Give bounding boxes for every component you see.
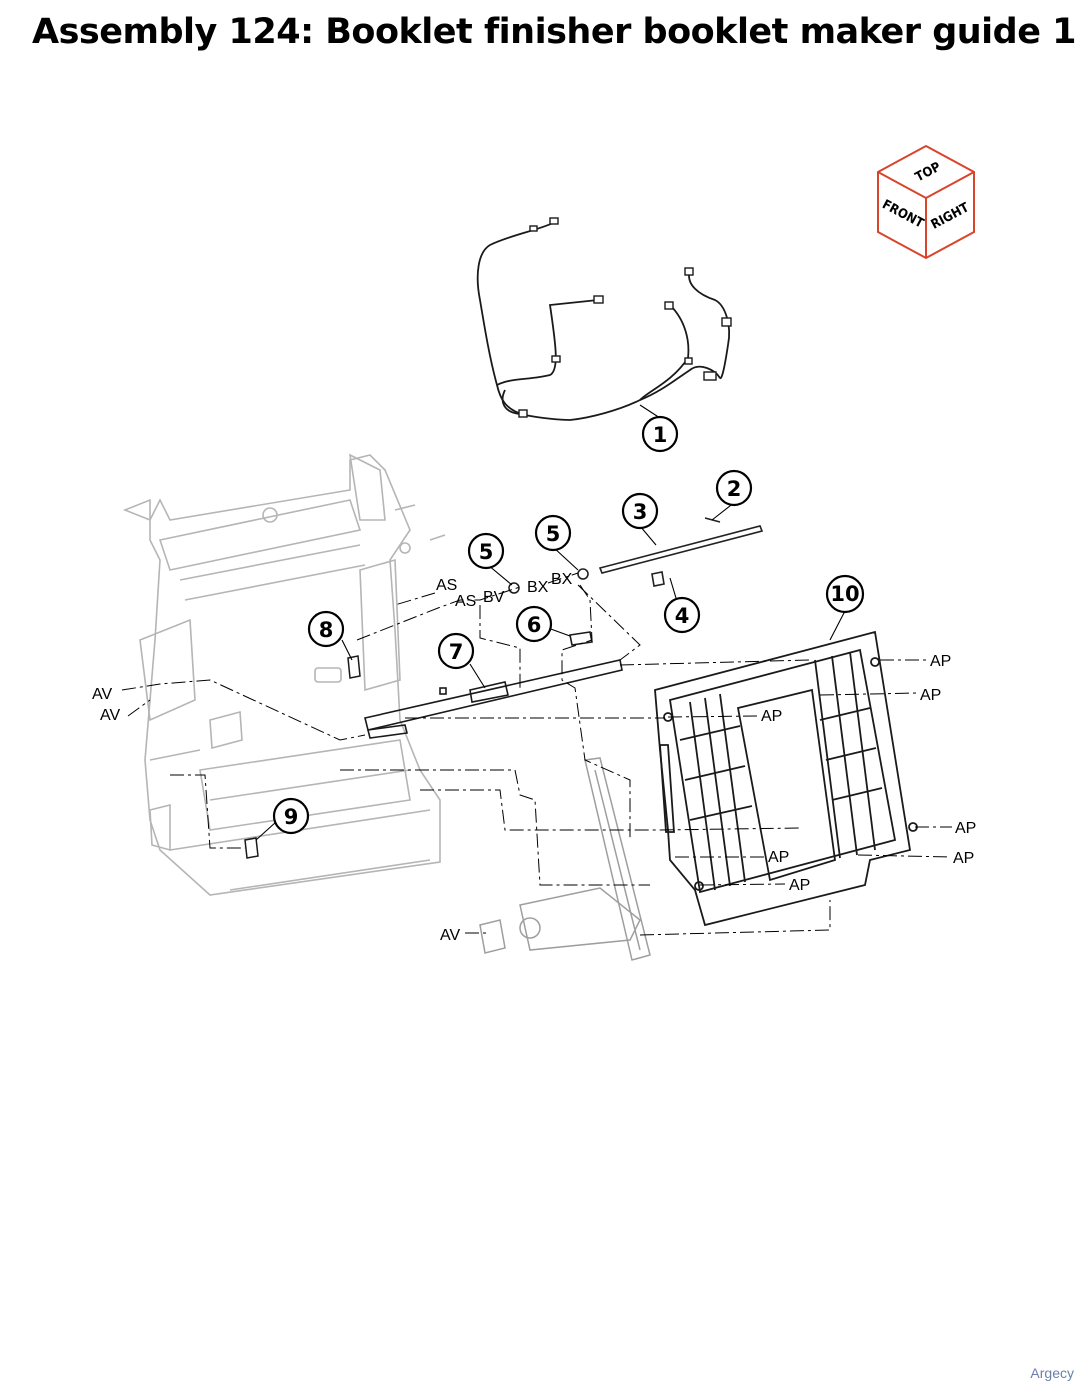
callout-4-label: 4 (675, 604, 690, 628)
callout-8: 8 (307, 610, 345, 648)
ref-ap-7: AP (789, 877, 810, 894)
callout-10-label: 10 (830, 582, 859, 606)
callout-7-label: 7 (449, 640, 464, 664)
ref-ap-3: AP (761, 708, 782, 725)
callout-4: 4 (663, 596, 701, 634)
callout-3: 3 (621, 492, 659, 530)
ref-ap-2: AP (920, 687, 941, 704)
drive-shaft (577, 517, 764, 587)
guide-rail (364, 631, 623, 739)
orientation-cube-icon: TOP FRONT RIGHT (877, 144, 975, 260)
ref-ap-6: AP (768, 849, 789, 866)
ref-as-1: AS (436, 577, 457, 594)
ref-av-1: AV (92, 686, 112, 703)
callout-1-label: 1 (653, 423, 668, 447)
callout-8-label: 8 (319, 618, 334, 642)
drive-motor-ghost (479, 757, 651, 961)
dash-dot-lines (121, 572, 952, 936)
ref-ap-4: AP (955, 820, 976, 837)
callout-3-label: 3 (633, 500, 648, 524)
small-parts (244, 582, 520, 859)
wire-harness (476, 221, 730, 421)
ref-ap-5: AP (953, 850, 974, 867)
callout-1: 1 (641, 415, 679, 453)
callout-5b-label: 5 (546, 522, 561, 546)
watermark: Argecy (1030, 1365, 1074, 1381)
harness-connectors (518, 217, 732, 418)
callout-5a-label: 5 (479, 540, 494, 564)
guide-tray (654, 630, 918, 927)
callout-7: 7 (437, 632, 475, 670)
ref-bx-2: BX (551, 571, 573, 588)
ref-av-3: AV (440, 927, 460, 944)
callout-5a: 5 (467, 532, 505, 570)
ref-bx-1: BX (527, 579, 549, 596)
callout-2-label: 2 (727, 477, 742, 501)
callout-9-label: 9 (284, 805, 299, 829)
ref-bv: BV (483, 589, 505, 606)
ref-as-2: AS (455, 593, 476, 610)
callout-9: 9 (272, 797, 310, 835)
callout-5b: 5 (534, 514, 572, 552)
callout-10: 10 (825, 574, 865, 614)
ref-ap-1: AP (930, 653, 951, 670)
callout-6-label: 6 (527, 613, 542, 637)
callout-2: 2 (715, 469, 753, 507)
page-title: Assembly 124: Booklet finisher booklet m… (32, 12, 1077, 52)
leader-lines (255, 404, 847, 841)
ref-av-2: AV (100, 707, 120, 724)
callout-6: 6 (515, 605, 553, 643)
